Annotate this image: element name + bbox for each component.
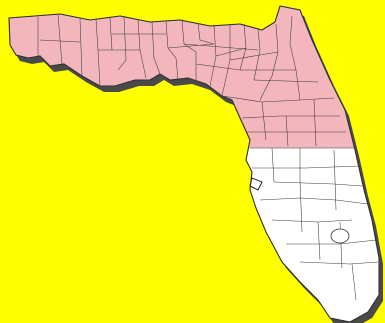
county-lines-north bbox=[37, 14, 346, 147]
tampa-bay bbox=[249, 177, 263, 191]
state-outline bbox=[8, 5, 380, 323]
lake-okeechobee bbox=[330, 228, 350, 244]
county-lines-south bbox=[250, 147, 379, 301]
